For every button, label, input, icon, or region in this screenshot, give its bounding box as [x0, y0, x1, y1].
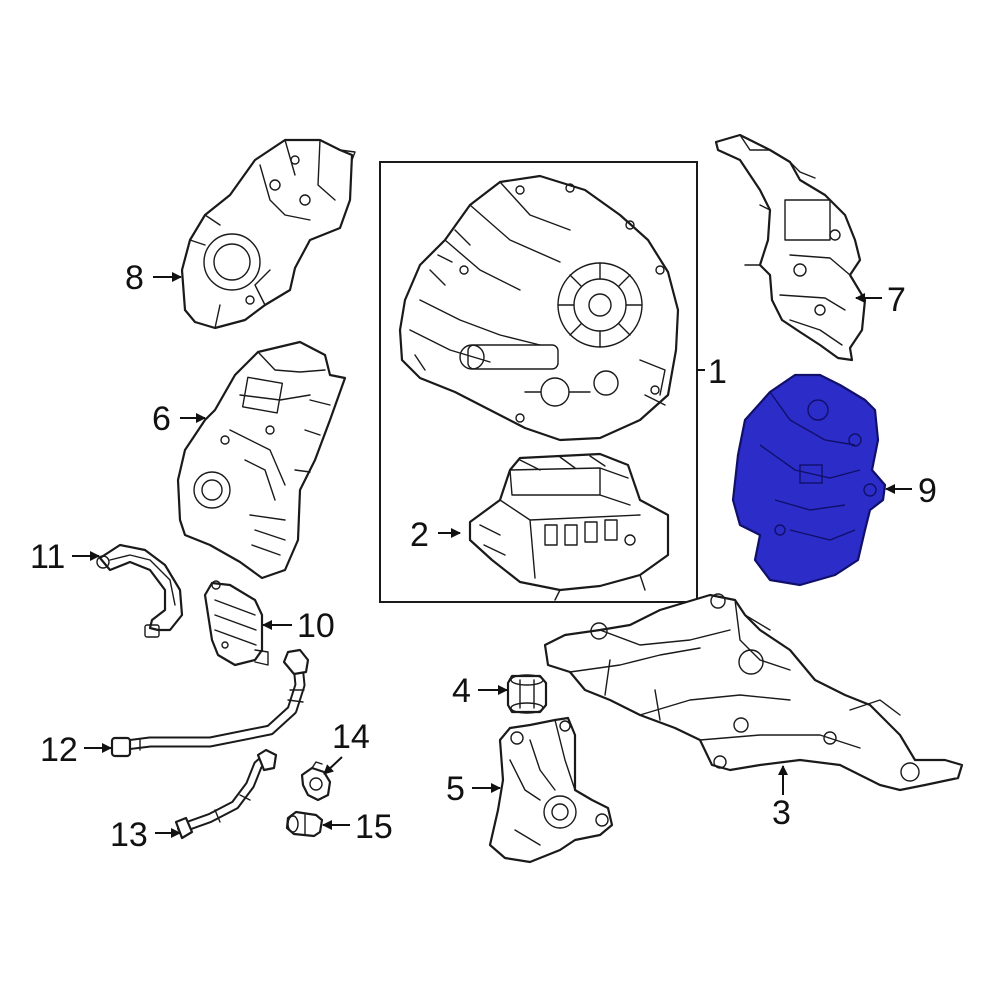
part-6-side-housing[interactable]: [176, 340, 347, 580]
leader-lines: [72, 272, 912, 838]
part-11-hose[interactable]: [96, 543, 184, 638]
part-1-drive-unit[interactable]: [398, 174, 680, 442]
callout-3: 3: [772, 794, 791, 832]
part-15-connector[interactable]: [285, 810, 324, 838]
part-5-mount-bracket[interactable]: [488, 716, 614, 864]
callout-14: 14: [332, 718, 370, 756]
callout-6: 6: [152, 400, 171, 438]
leader-14: [323, 756, 343, 775]
callout-2: 2: [410, 516, 429, 554]
part-12-coolant-line[interactable]: [110, 648, 310, 758]
callout-4: 4: [452, 672, 471, 710]
callout-labels: 1 2 3 4 5 6 7 8 9 10 11 12 13 14 15: [30, 259, 937, 854]
callout-5: 5: [446, 770, 465, 808]
part-2-control-module[interactable]: [468, 452, 670, 601]
part-14-fitting[interactable]: [300, 761, 332, 802]
callout-15: 15: [355, 808, 393, 846]
part-9-highlighted-cover[interactable]: [731, 373, 887, 587]
assembly-group-frame: [379, 161, 698, 603]
callout-11: 11: [30, 538, 65, 576]
part-8-housing-cover[interactable]: [180, 138, 356, 330]
callout-10: 10: [297, 607, 335, 645]
part-4-bushing[interactable]: [506, 674, 548, 714]
part-13-small-hose[interactable]: [174, 748, 278, 840]
part-7-bracket-cover[interactable]: [714, 133, 867, 362]
part-3-subframe[interactable]: [543, 593, 964, 792]
callout-8: 8: [125, 259, 144, 297]
callout-7: 7: [887, 281, 906, 319]
callout-12: 12: [40, 731, 78, 769]
callout-1: 1: [708, 353, 727, 391]
part-10-cooler[interactable]: [203, 580, 269, 667]
callout-9: 9: [918, 472, 937, 510]
callout-13: 13: [110, 816, 148, 854]
